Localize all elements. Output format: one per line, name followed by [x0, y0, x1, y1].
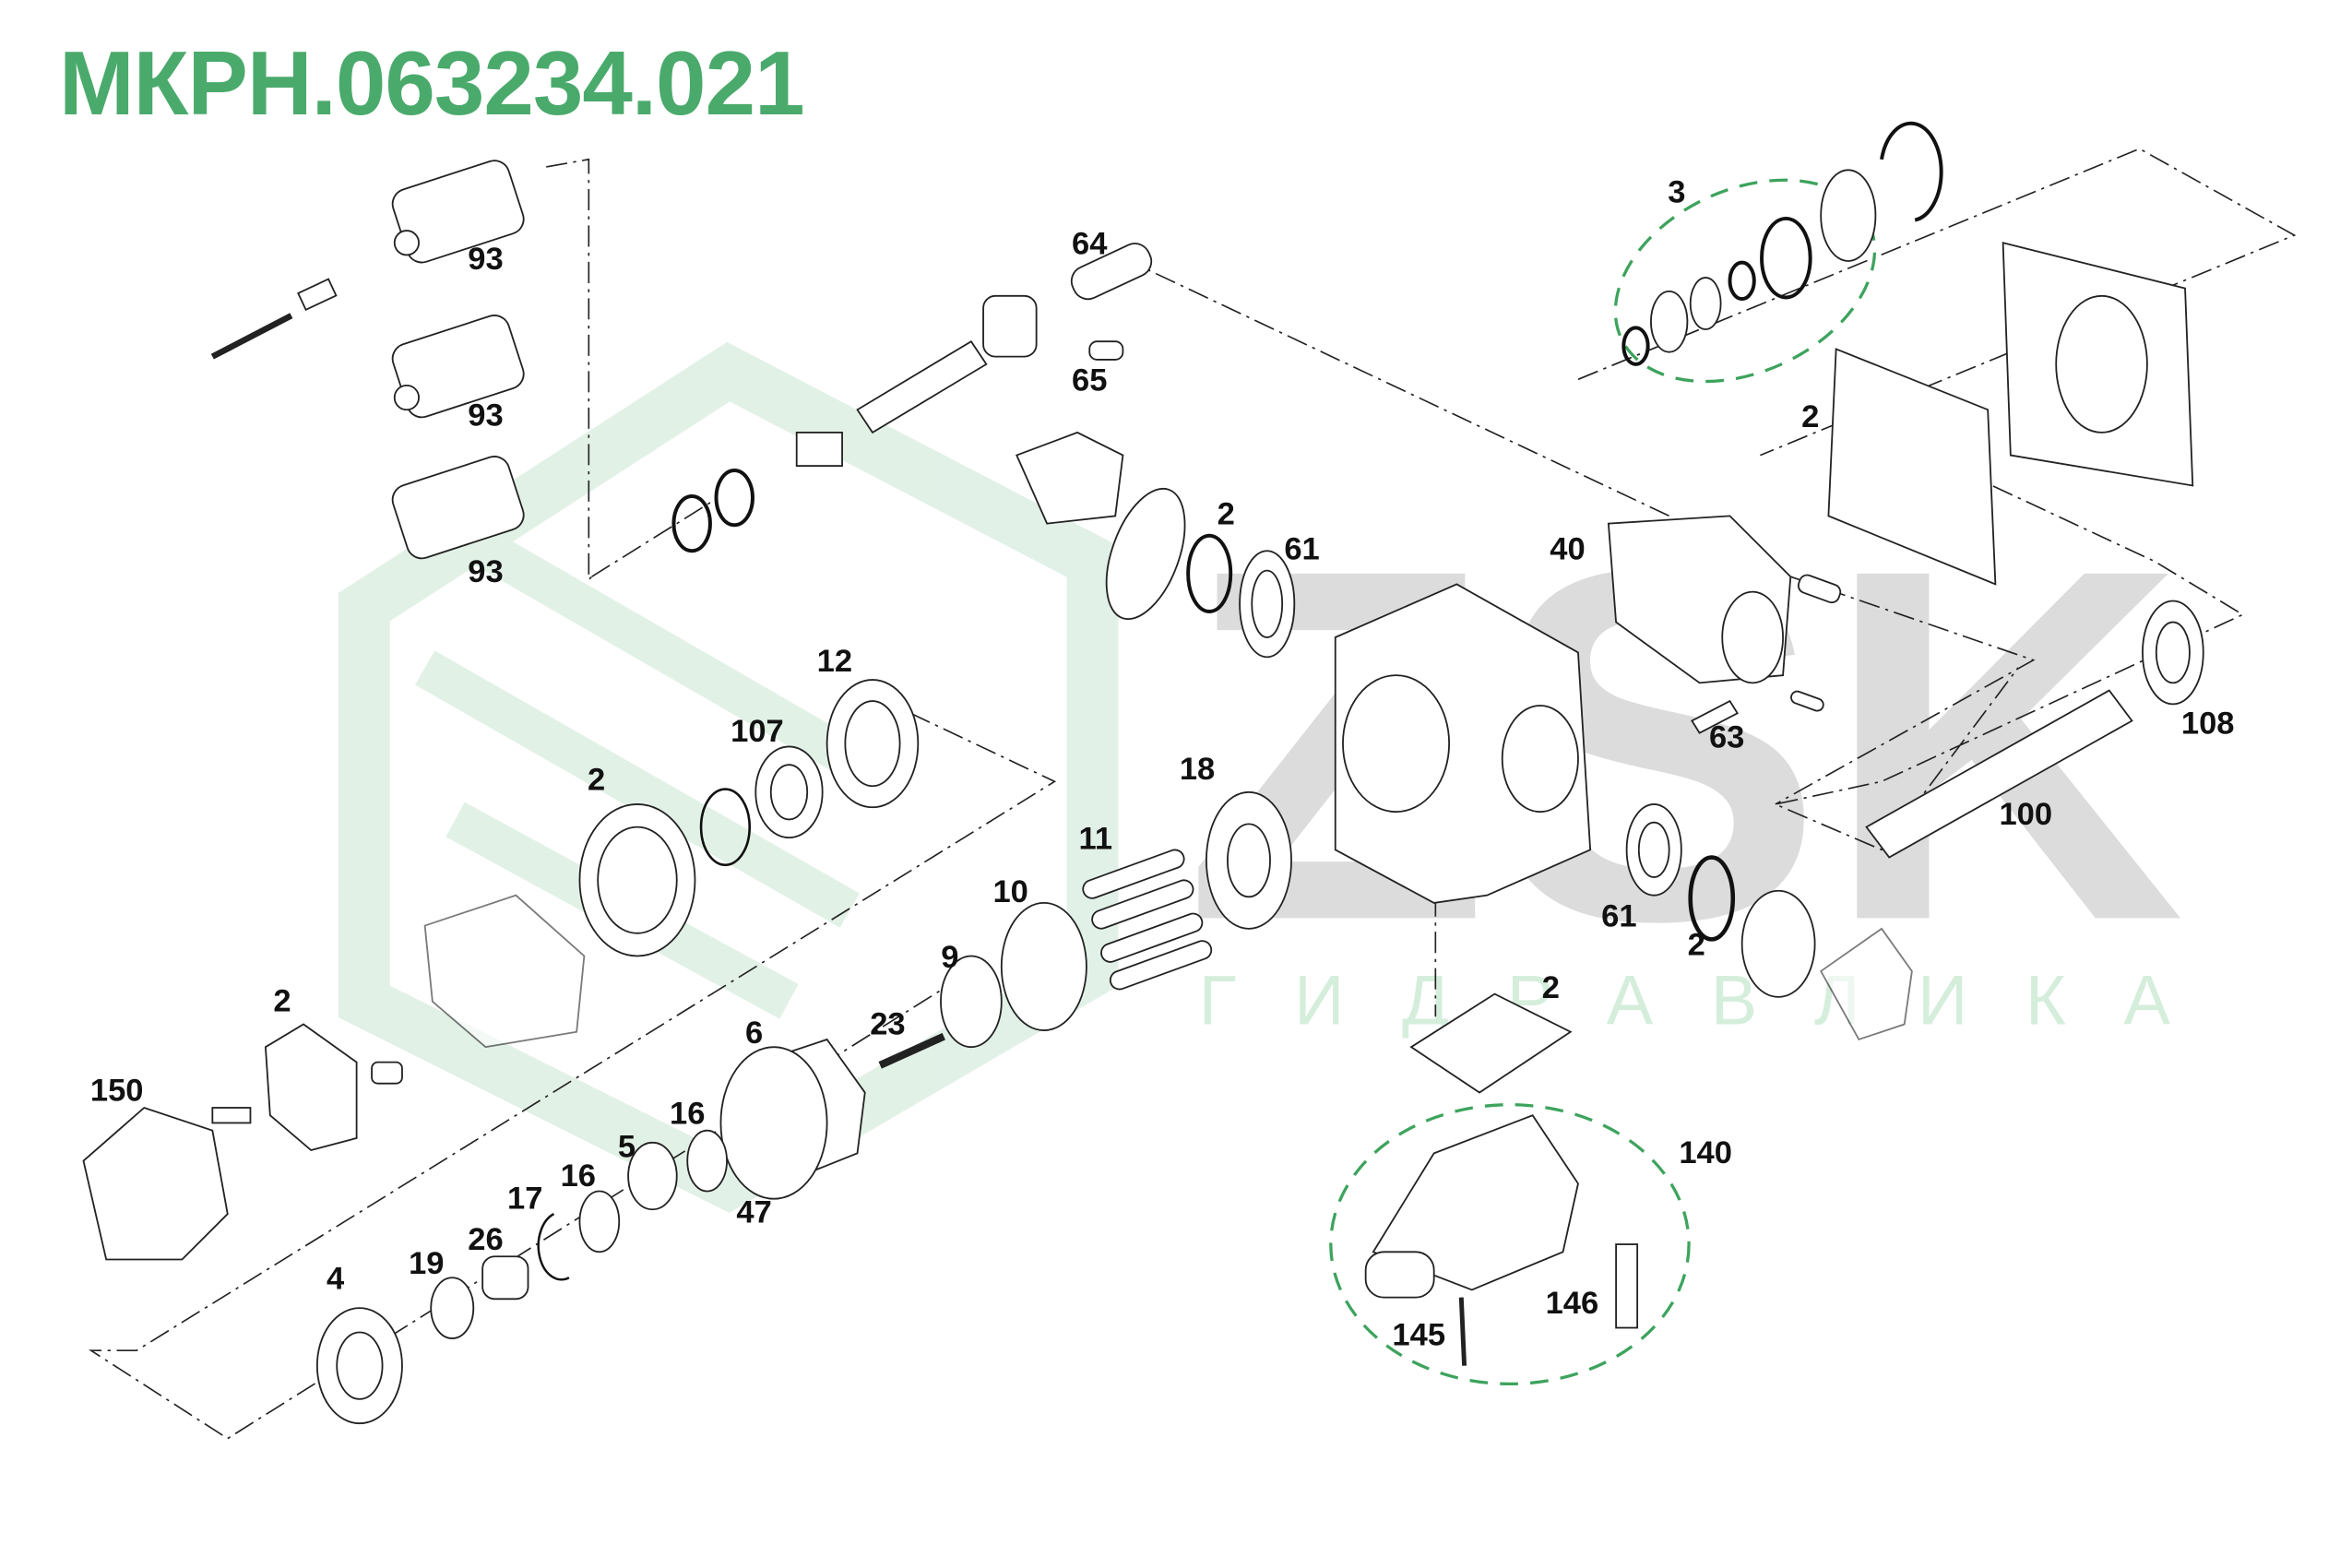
callout-140: 140 — [1679, 1135, 1732, 1170]
valve-cartridge-93 — [391, 315, 525, 419]
callout-16: 16 — [670, 1096, 705, 1131]
watermark-subtitle: ГИДРАВЛИКА — [1199, 962, 2228, 1040]
callout-5: 5 — [618, 1130, 636, 1165]
callout-2: 2 — [1688, 928, 1705, 963]
valve-cartridge-93 — [391, 456, 525, 560]
callout-150: 150 — [90, 1074, 144, 1109]
callout-6: 6 — [745, 1016, 763, 1051]
callout-12: 12 — [817, 644, 852, 679]
pistons-11 — [1082, 849, 1213, 991]
callout-16: 16 — [561, 1158, 596, 1194]
callout-63: 63 — [1709, 719, 1744, 754]
callout-2: 2 — [588, 762, 605, 797]
callout-93: 93 — [468, 398, 503, 434]
valve-cartridge-93 — [391, 160, 525, 264]
callout-10: 10 — [992, 874, 1028, 909]
callout-40: 40 — [1550, 531, 1585, 566]
callout-93: 93 — [468, 242, 503, 277]
callout-26: 26 — [468, 1222, 503, 1257]
callout-23: 23 — [870, 1006, 905, 1041]
callout-17: 17 — [507, 1181, 542, 1216]
callout-107: 107 — [731, 714, 784, 749]
drawing-number-title: МКРН.063234.021 — [59, 32, 805, 134]
callout-19: 19 — [409, 1246, 444, 1281]
callout-47: 47 — [736, 1194, 771, 1229]
callout-4: 4 — [327, 1262, 345, 1297]
callout-100: 100 — [1999, 797, 2052, 832]
callout-146: 146 — [1546, 1286, 1599, 1321]
callout-64: 64 — [1072, 227, 1108, 262]
callout-2: 2 — [273, 984, 291, 1019]
callout-145: 145 — [1392, 1318, 1445, 1353]
callout-2: 2 — [1801, 399, 1819, 434]
callout-108: 108 — [2181, 707, 2235, 742]
callout-2: 2 — [1542, 970, 1560, 1005]
callout-11: 11 — [1079, 822, 1113, 857]
callout-18: 18 — [1180, 752, 1215, 787]
callout-61: 61 — [1284, 531, 1319, 566]
callout-61: 61 — [1601, 898, 1636, 933]
parts — [82, 121, 2204, 1425]
callout-2: 2 — [1218, 497, 1235, 532]
callout-93: 93 — [468, 554, 503, 589]
callout-65: 65 — [1072, 363, 1107, 398]
callout-9: 9 — [941, 940, 958, 975]
callout-3: 3 — [1668, 175, 1685, 210]
